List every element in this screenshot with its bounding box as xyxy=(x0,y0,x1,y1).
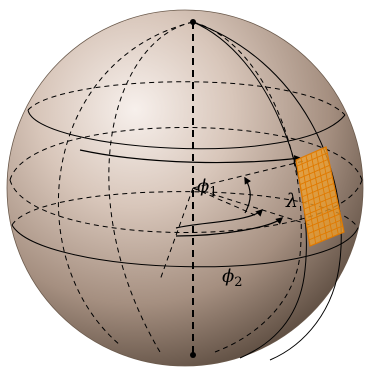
equator-circle-front xyxy=(9,179,363,233)
patch-grid-line xyxy=(296,152,328,167)
patch-grid-line xyxy=(307,219,342,235)
patch-grid-line xyxy=(306,213,341,228)
sphere xyxy=(6,9,364,367)
patch-grid-line xyxy=(297,158,329,173)
radius-dashed-2 xyxy=(192,187,311,226)
surface-patch xyxy=(295,146,345,247)
patch-grid-line xyxy=(298,164,331,179)
latitude-circle-lower-front xyxy=(11,224,359,268)
radius-dashed-4 xyxy=(192,187,256,216)
patch-grid-line xyxy=(305,207,340,222)
phi1-arrow xyxy=(79,149,302,164)
lambda-arc-arrow-2 xyxy=(175,217,284,237)
patch-grid-line xyxy=(302,189,336,204)
latitude-circle-lower-back xyxy=(11,191,359,229)
patch-grid-line xyxy=(303,195,337,210)
patch-grid-line xyxy=(308,225,343,241)
patch-grid-line xyxy=(299,170,332,185)
patch-grid-line xyxy=(300,176,333,192)
south-pole-dot xyxy=(190,352,196,358)
lambda-arc-arrow xyxy=(175,208,264,229)
phi1-label: ϕ1 xyxy=(197,176,218,200)
radius-dashed-1 xyxy=(192,159,309,189)
lambda-label: λ xyxy=(285,190,298,212)
patch-grid-line xyxy=(304,201,338,216)
equator-circle-back xyxy=(9,127,363,181)
meridian-front-1 xyxy=(192,21,307,359)
phi2-label: ϕ2 xyxy=(222,266,243,290)
radius-dashed-3 xyxy=(159,187,194,281)
meridian-back-right xyxy=(192,21,302,353)
latitude-angle-arrow xyxy=(244,176,252,214)
patch-grid-line xyxy=(301,183,334,198)
north-pole-dot xyxy=(190,19,196,25)
